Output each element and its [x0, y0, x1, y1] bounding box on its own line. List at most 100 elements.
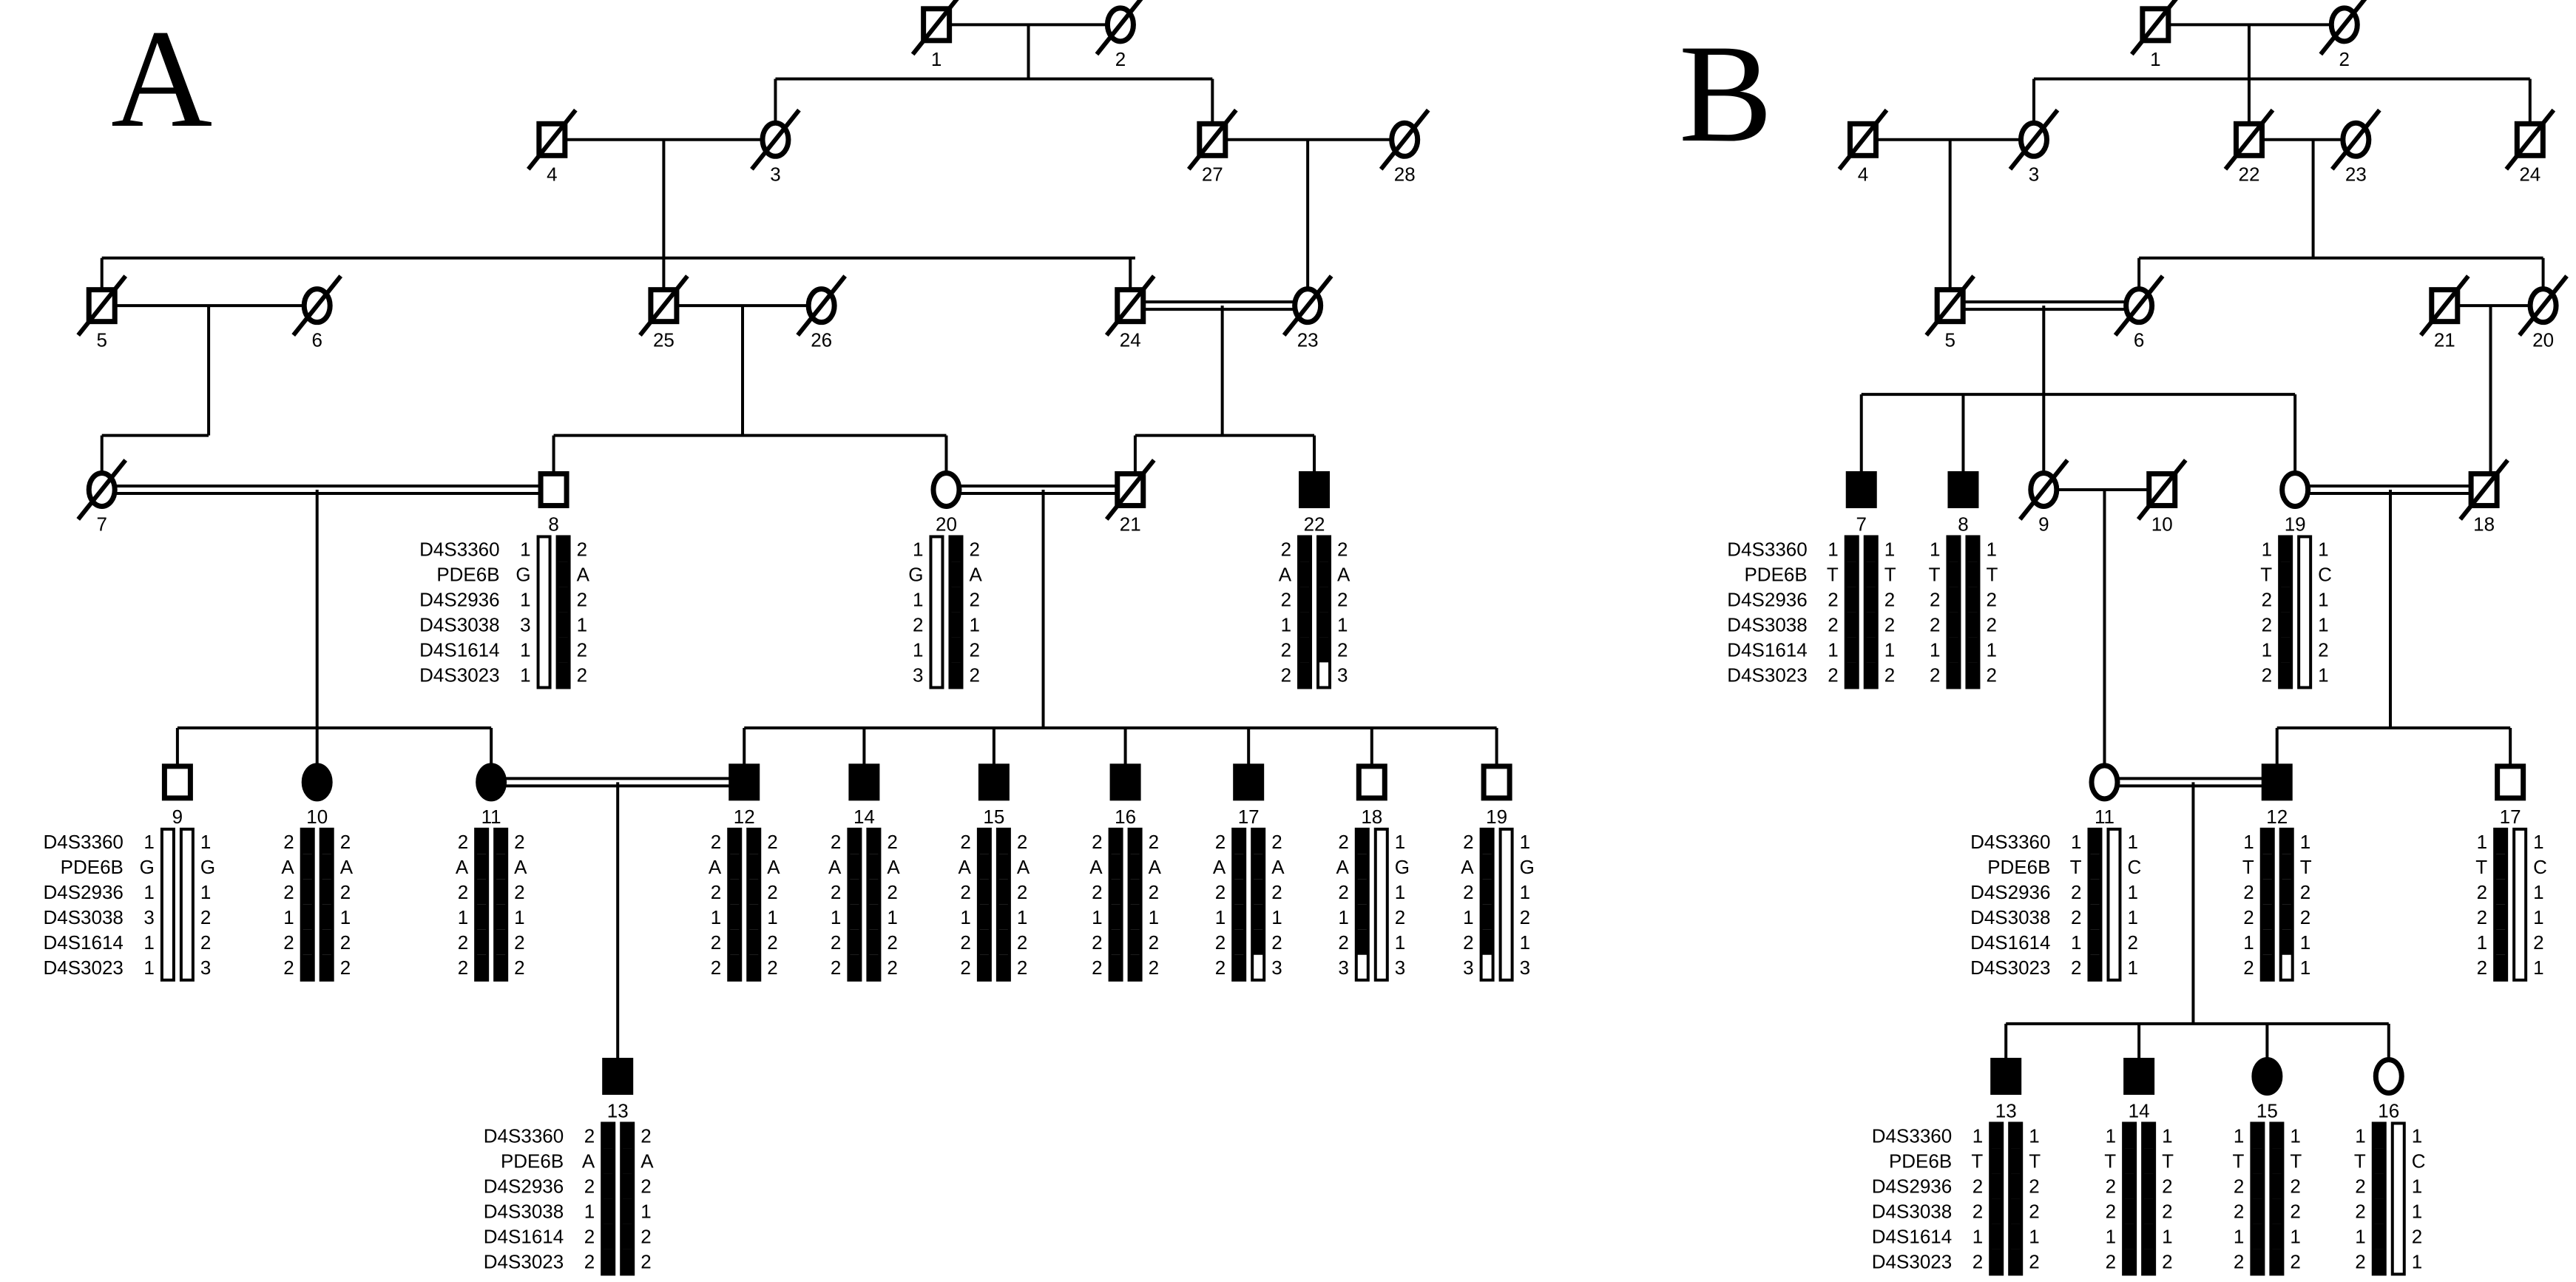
individual-id: 5 [96, 329, 107, 351]
allele-right: 2 [640, 1225, 651, 1247]
individual-a-24: 24 [1104, 274, 1156, 351]
allele-right: 2 [1337, 538, 1348, 560]
haplotype-bar-segment [868, 854, 880, 880]
allele-left: 1 [1338, 906, 1348, 928]
haplotype-bar-segment [997, 954, 1010, 980]
haplotype-bar-segment [1500, 854, 1512, 880]
individual-id: 17 [1238, 806, 1260, 828]
haplotype-bar-outline [555, 535, 571, 689]
allele-left: 2 [711, 881, 721, 903]
allele-left: 2 [1972, 1250, 1983, 1272]
male-icon [161, 763, 193, 801]
haplotype-bar-segment [2261, 954, 2274, 980]
haplotype-bar-segment [476, 879, 488, 905]
allele-right: 1 [2318, 664, 2328, 686]
haplotype-bar-segment [1481, 904, 1493, 930]
allele-right: A [340, 856, 354, 878]
haplotype-bar-segment [2009, 1123, 2022, 1149]
allele-right: 2 [1017, 831, 1027, 853]
haplotype-bar-segment [557, 612, 569, 638]
haplotype-bar-segment [2271, 1224, 2283, 1249]
allele-right: 2 [200, 931, 211, 954]
haplotype-bar-segment [1252, 829, 1265, 854]
haplotype-bar-segment [997, 879, 1010, 905]
haplotype-bar-outline [160, 827, 175, 982]
haplotype-bar-segment [2108, 929, 2120, 955]
haplotype-bar-segment [2271, 1249, 2283, 1275]
allele-left: 2 [2234, 1250, 2244, 1272]
haplotype-bar-segment [2261, 904, 2274, 930]
haplotype-bar-segment [950, 637, 962, 663]
female-icon [2373, 1056, 2404, 1096]
haplotype-bar-segment [2123, 1148, 2136, 1174]
haplotype-bar-segment [2143, 1249, 2155, 1275]
allele-left: 2 [1092, 831, 1102, 853]
marker-label: D4S1614 [43, 931, 123, 954]
haplotype-bar-segment [1356, 879, 1368, 905]
haplotype-bar-segment [868, 879, 880, 905]
haplotype-bar-segment [1481, 854, 1493, 880]
haplotype-bar-segment [1233, 904, 1245, 930]
male-icon [1356, 763, 1387, 801]
haplotype-bar-segment [2514, 904, 2526, 930]
haplotype-bar-segment [1129, 829, 1141, 854]
allele-left: 1 [913, 588, 923, 610]
haplotype-bar-outline [601, 1121, 616, 1276]
allele-right: 1 [887, 906, 897, 928]
haplotype-bar-segment [2373, 1224, 2385, 1249]
allele-left: 2 [831, 881, 841, 903]
haplotype-bar-segment [180, 829, 193, 854]
haplotype-bar-segment [2299, 536, 2311, 562]
haplotype-bar-segment [320, 929, 333, 955]
haplotype-bar-segment [1356, 829, 1368, 854]
individual-b-21: 21 [2418, 274, 2470, 351]
allele-left: 2 [1828, 664, 1838, 686]
haplotype-bar-segment [748, 854, 760, 880]
haplotype-bar-segment [2279, 587, 2292, 613]
haplotype-bar-outline [474, 827, 490, 982]
allele-left: 3 [520, 613, 530, 635]
haplotype-bar-outline [2279, 827, 2294, 982]
haplotype-bar-segment [2373, 1249, 2385, 1275]
marker-label: D4S3023 [43, 957, 123, 979]
individual-b-3: 3 [2008, 108, 2060, 185]
haplotype-bar-segment [2514, 954, 2526, 980]
haplotype-bar-segment [1252, 929, 1265, 955]
haplotype-bar-segment [2251, 1198, 2264, 1224]
allele-right: 1 [1395, 831, 1405, 853]
allele-left: 2 [1338, 881, 1348, 903]
allele-right: C [2127, 856, 2141, 878]
allele-left: 2 [711, 831, 721, 853]
individual-id: 12 [734, 806, 755, 828]
haplotype-bar-segment [1109, 879, 1122, 905]
haplotype-bar-segment [495, 929, 507, 955]
haplotype-bar-segment [2299, 637, 2311, 663]
individual-id: 3 [2029, 163, 2039, 185]
allele-left: 2 [1463, 931, 1473, 954]
haplotype-bar-segment [1299, 662, 1311, 688]
individual-a-21: 21 [1104, 459, 1156, 535]
marker-label: D4S3360 [43, 831, 123, 853]
haplotype-bar-segment [621, 1249, 634, 1275]
allele-left: 1 [520, 638, 530, 661]
haplotype-bar-segment [1375, 854, 1387, 880]
haplotype-bar-segment [1318, 561, 1331, 587]
marker-label: PDE6B [1987, 856, 2050, 878]
haplotype-bar-segment [2514, 854, 2526, 880]
allele-left: 2 [1930, 664, 1940, 686]
allele-left: 1 [143, 831, 154, 853]
allele-right: 2 [2162, 1200, 2172, 1222]
haplotype-bar-segment [930, 587, 943, 613]
allele-left: 1 [2234, 1225, 2244, 1247]
allele-right: 3 [1271, 957, 1282, 979]
marker-label: D4S3023 [1727, 664, 1807, 686]
allele-left: 2 [2234, 1175, 2244, 1197]
haplotype-bar-segment [2261, 929, 2274, 955]
